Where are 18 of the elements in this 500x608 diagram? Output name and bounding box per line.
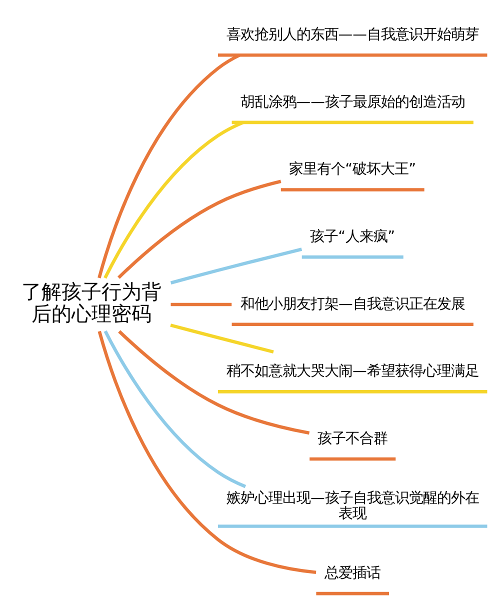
node-text: 稍不如意就大哭大闹—希望获得心理满足 xyxy=(226,363,479,380)
connector xyxy=(98,330,316,574)
connector xyxy=(170,323,274,354)
connector xyxy=(170,247,302,284)
node-text: 喜欢抢别人的东西——自我意识开始萌芽 xyxy=(226,26,479,43)
connector xyxy=(118,179,282,278)
connector xyxy=(118,330,310,434)
connector xyxy=(104,120,244,278)
node-text: 和他小朋友打架—自我意识正在发展 xyxy=(240,296,465,312)
node-text: 孩子不合群 xyxy=(318,430,388,446)
node-text: 家里有个“破坏大王” xyxy=(289,161,416,178)
connector xyxy=(104,330,246,488)
node-text: 总爱插话 xyxy=(324,564,381,581)
connector xyxy=(170,302,232,306)
node-text: 了解孩子行为背后的心理密码 xyxy=(22,280,162,325)
node-text: 嫉妒心理出现—孩子自我意识觉醒的外在表现 xyxy=(226,490,479,522)
node-text: 胡乱涂鸦——孩子最原始的创造活动 xyxy=(240,94,465,110)
node-text: 孩子“人来疯” xyxy=(310,228,396,244)
